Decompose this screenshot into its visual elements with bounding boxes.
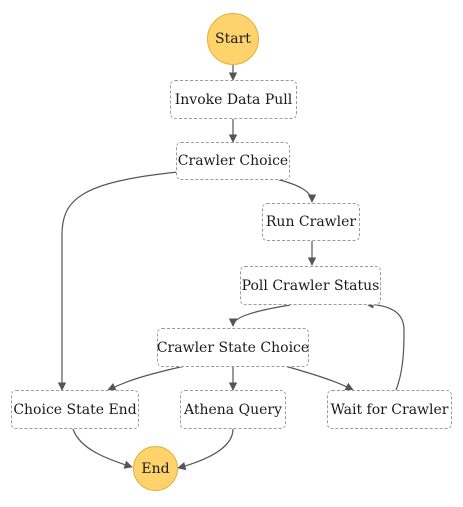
state-crawler-state-choice[interactable]: Crawler State Choice (157, 328, 309, 367)
edge-crawler-choice-to-choice-state-end (57, 171, 179, 391)
state-invoke-data-pull-label: Invoke Data Pull (174, 91, 293, 108)
end-label: End (141, 460, 170, 477)
state-invoke-data-pull[interactable]: Invoke Data Pull (170, 80, 297, 119)
edge-poll-crawler-status-to-crawler-state-choice (228, 304, 291, 327)
state-run-crawler[interactable]: Run Crawler (262, 203, 360, 241)
start-label: Start (215, 31, 251, 47)
state-choice-state-end[interactable]: Choice State End (11, 390, 139, 429)
state-wait-for-crawler-label: Wait for Crawler (330, 401, 449, 418)
edge-athena-query-to-end (177, 428, 234, 471)
state-poll-crawler-status[interactable]: Poll Crawler Status (240, 266, 381, 305)
edge-crawler-state-choice-to-wait-for-crawler (284, 365, 354, 391)
state-poll-crawler-status-label: Poll Crawler Status (241, 277, 380, 294)
state-choice-state-end-label: Choice State End (13, 401, 137, 418)
state-crawler-choice[interactable]: Crawler Choice (176, 142, 290, 180)
state-crawler-state-choice-label: Crawler State Choice (156, 339, 310, 356)
state-crawler-choice-label: Crawler Choice (177, 153, 289, 169)
edge-crawler-state-choice-to-choice-state-end (107, 365, 186, 391)
state-athena-query[interactable]: Athena Query (180, 390, 286, 429)
edge-choice-state-end-to-end (72, 428, 133, 469)
end-node[interactable]: End (133, 446, 178, 491)
start-node[interactable]: Start (207, 13, 259, 65)
edge-crawler-choice-to-run-crawler (275, 178, 317, 203)
state-athena-query-label: Athena Query (184, 401, 282, 418)
state-run-crawler-label: Run Crawler (265, 214, 357, 230)
edge-wait-for-crawler-to-poll-crawler-status (365, 300, 405, 391)
state-wait-for-crawler[interactable]: Wait for Crawler (327, 390, 452, 429)
